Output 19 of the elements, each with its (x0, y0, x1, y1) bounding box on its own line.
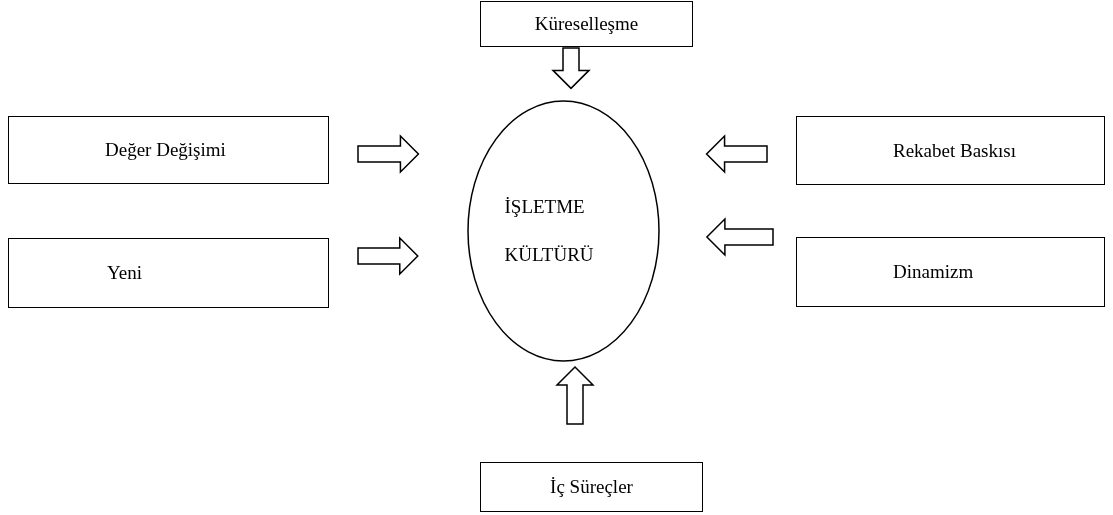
block-arrow (551, 47, 591, 90)
factor-box (480, 462, 703, 512)
block-arrow (705, 217, 774, 257)
factor-box (796, 116, 1105, 185)
factor-box (8, 116, 329, 184)
node-label: Değer Değişimi (105, 139, 226, 161)
node-label: İŞLETME KÜLTÜRÜ (504, 195, 595, 267)
factor-box (480, 1, 693, 47)
block-arrow (555, 366, 595, 425)
factor-box (796, 237, 1105, 307)
block-arrow (357, 236, 419, 276)
node-label: İç Süreçler (550, 476, 633, 498)
node-label: Yeni (107, 262, 143, 284)
node-label: Dinamizm (893, 261, 974, 283)
block-arrow (357, 134, 420, 174)
node-label: Küreselleşme (534, 13, 639, 35)
factor-box (8, 238, 329, 308)
node-label: Rekabet Baskısı (893, 139, 1016, 162)
block-arrow (705, 134, 768, 174)
